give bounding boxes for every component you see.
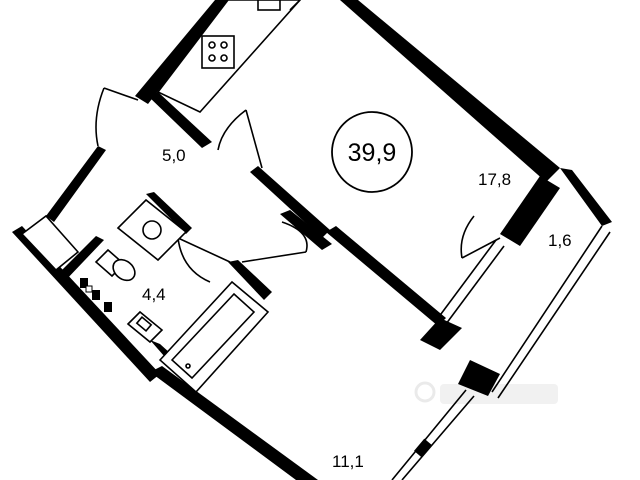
bathtub-icon — [158, 280, 270, 394]
wall-facade-top — [340, 0, 560, 182]
bath-door — [177, 237, 231, 283]
window-balcony — [491, 225, 611, 399]
wall-pier-bottom — [458, 360, 500, 396]
kitchen-area-label: 11,1 — [332, 452, 364, 471]
balcony-area-label: 1,6 — [548, 231, 572, 250]
window-room-to-balcony — [437, 239, 505, 325]
bathroom-fixtures — [94, 198, 270, 394]
sink-bath-icon — [126, 310, 164, 344]
total-area-badge: 39,9 — [331, 111, 413, 193]
kitchenette — [156, 0, 302, 113]
balcony-door — [460, 215, 501, 259]
hall-area-label: 5,0 — [162, 146, 186, 165]
wall-corridor — [280, 210, 332, 250]
wall-balcony-top — [560, 168, 612, 226]
sink-icon — [257, 0, 281, 11]
window-room-top — [289, 0, 301, 11]
wall-bath-top — [146, 192, 192, 234]
windows — [289, 0, 611, 480]
kitchen-door — [241, 221, 308, 263]
walls — [12, 0, 612, 480]
wall-bottom — [150, 366, 318, 480]
wall-bath-left — [56, 236, 104, 282]
wall-pier-balcony — [500, 176, 560, 246]
storage-block — [20, 214, 112, 312]
washing-machine-icon — [116, 198, 188, 262]
stove-icon — [201, 35, 235, 69]
toilet-icon — [94, 248, 136, 282]
room-door — [217, 109, 263, 169]
wall-room-kitchen — [326, 226, 446, 326]
wall-room-hall — [148, 92, 212, 148]
watermark — [414, 381, 558, 404]
window-kitchen — [391, 389, 475, 480]
bath-area-label: 4,4 — [142, 285, 166, 304]
wall-room-partition — [250, 166, 330, 238]
wall-left-bottom — [12, 226, 160, 382]
wall-bath-right — [228, 260, 272, 300]
room-area-label: 17,8 — [478, 170, 511, 189]
entrance-door — [95, 87, 139, 147]
wall-kitchen-left — [135, 0, 228, 104]
total-area-value: 39,9 — [348, 139, 397, 167]
doors — [95, 87, 501, 283]
wall-left-outer — [46, 146, 106, 222]
wall-pier-lower — [420, 318, 462, 350]
